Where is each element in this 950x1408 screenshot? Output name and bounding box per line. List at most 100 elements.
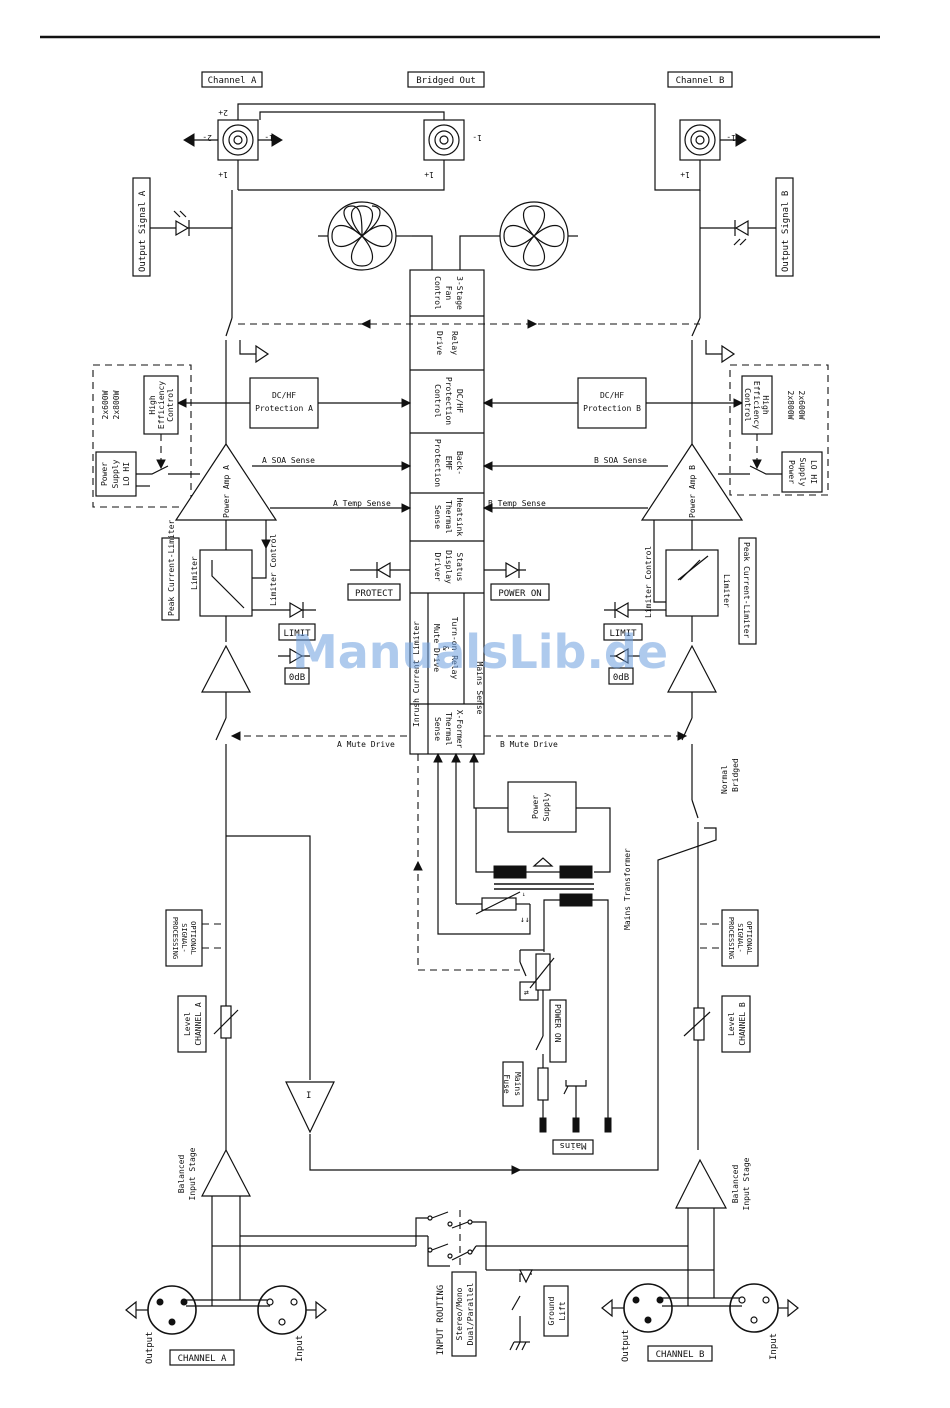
dchf-protection-control-block: DC/HF Protection Control xyxy=(433,377,464,425)
ground-lift-label: Ground Lift xyxy=(547,1296,567,1325)
svg-text:Stereo/Mono: Stereo/Mono xyxy=(455,1287,464,1340)
soa-sense-a-label: A SOA Sense xyxy=(262,456,315,465)
output-a-label: Output xyxy=(145,1331,155,1364)
svg-text:Back-: Back- xyxy=(455,451,464,475)
power-supply-b-label: LO HI xyxy=(809,460,818,484)
optional-signal-processing-a xyxy=(165,909,203,967)
output-b-label: Output xyxy=(621,1329,631,1362)
svg-text:CHANNEL B: CHANNEL B xyxy=(738,1002,747,1046)
svg-text:Protection: Protection xyxy=(433,439,442,487)
zero-db-b-box xyxy=(608,667,634,685)
channel-b-input-label: CHANNEL B xyxy=(656,1350,705,1360)
output-signal-b-box xyxy=(775,177,794,277)
svg-text:Balanced: Balanced xyxy=(731,1165,740,1204)
transformer-center-tap-icon xyxy=(532,857,554,867)
speakon-connector-bridged xyxy=(423,119,465,161)
driver-b-triangle xyxy=(667,644,717,693)
mains-transformer-label: Mains Transformer xyxy=(623,848,632,930)
channel-b-output-label: Channel B xyxy=(676,76,725,86)
mute-drive-b-label: B Mute Drive xyxy=(500,740,558,749)
zero-db-a-box xyxy=(284,667,310,685)
svg-text:Ground: Ground xyxy=(547,1296,556,1325)
svg-text:&: & xyxy=(441,646,450,651)
led-icon xyxy=(252,601,316,619)
inrush-relay: ⇄ xyxy=(519,949,555,1010)
driver-a-triangle xyxy=(201,644,251,693)
balanced-input-stage-b xyxy=(675,1158,728,1209)
optional-signal-processing-b xyxy=(721,909,759,967)
power-amp-a-label: Power Amp A xyxy=(222,465,231,518)
xlr-input-connector-a xyxy=(257,1285,327,1335)
svg-text:PROCESSING: PROCESSING xyxy=(171,917,179,959)
level-b-potentiometer xyxy=(693,1007,705,1041)
svg-text:Supply: Supply xyxy=(542,792,551,821)
mute-drive-a-label: A Mute Drive xyxy=(337,740,395,749)
svg-text:⇄: ⇄ xyxy=(524,988,529,997)
arrow-icon xyxy=(271,133,283,147)
speakon-connector-b xyxy=(679,119,721,161)
limiter-control-b-label: Limiter Control xyxy=(644,546,653,618)
temp-sense-b-label: B Temp Sense xyxy=(488,499,546,508)
input-b-label: Input xyxy=(769,1333,779,1360)
led-icon xyxy=(610,647,640,665)
soa-sense-b-label: B SOA Sense xyxy=(594,456,647,465)
power-supply-a-label: Power xyxy=(100,462,109,486)
led-icon xyxy=(484,561,526,579)
svg-text:PROCESSING: PROCESSING xyxy=(727,917,735,959)
arrow-icon xyxy=(183,133,195,147)
mains-pin xyxy=(604,1117,612,1133)
limiter-a-label: Limiter xyxy=(190,556,199,590)
input-routing-mode-label: Stereo/Mono Dual/Parallel xyxy=(455,1283,475,1346)
pin-label: 1- xyxy=(726,133,736,142)
pin-label: 1+ xyxy=(218,170,228,179)
power-on-led-box xyxy=(490,583,550,601)
pin-label: 2+ xyxy=(218,108,228,117)
channel-a-input-label-box xyxy=(169,1349,235,1366)
svg-text:Balanced: Balanced xyxy=(177,1155,186,1194)
protect-led-box xyxy=(347,583,401,601)
xlr-output-connector-a xyxy=(125,1285,197,1335)
dchf-protection-a-label: Protection A xyxy=(255,404,313,413)
limit-a-label: LIMIT xyxy=(283,629,311,639)
level-channel-b-box xyxy=(721,995,751,1053)
normal-bridged-label-0: Normal xyxy=(720,765,729,794)
svg-text:Control: Control xyxy=(433,276,442,310)
svg-text:Power: Power xyxy=(531,795,540,819)
limit-a-box xyxy=(278,623,316,641)
input-a-label: Input xyxy=(295,1335,305,1362)
power-supply-b-block xyxy=(781,451,823,493)
led-icon xyxy=(350,561,410,579)
power-supply-a-label: LO HI xyxy=(122,462,131,486)
svg-text:Thermal: Thermal xyxy=(444,712,453,746)
power-supply-b-label: Supply xyxy=(798,458,807,487)
power-supply-block xyxy=(507,781,577,833)
level-channel-a-box xyxy=(177,995,207,1053)
svg-text:Turn-on Relay: Turn-on Relay xyxy=(450,617,459,680)
high-eff-a-label: Efficiency xyxy=(157,381,166,429)
dchf-protection-b-block xyxy=(577,377,647,429)
ground-icon xyxy=(721,344,736,364)
fan-control-block: 3-Stage Fan Control xyxy=(433,276,464,310)
peak-current-limiter-b xyxy=(738,537,757,645)
balanced-input-stage-a xyxy=(201,1148,251,1197)
high-eff-b-label: Efficiency xyxy=(752,381,761,429)
svg-text:Fuse: Fuse xyxy=(502,1074,511,1093)
svg-text:Thermal: Thermal xyxy=(444,500,453,534)
svg-text:SIGNAL-: SIGNAL- xyxy=(180,923,188,953)
power-on-switch-box xyxy=(549,999,567,1063)
limiter-b-block xyxy=(665,549,719,617)
svg-text:Mains: Mains xyxy=(513,1072,522,1096)
status-display-driver-block: Status Display Driver xyxy=(433,550,464,584)
power-rating-b-label: 2x600W xyxy=(797,391,806,420)
channel-b-output-label-box xyxy=(667,71,733,88)
power-on-switch-label: POWER ON xyxy=(553,1004,562,1043)
watermark: ManualsLib.de xyxy=(292,625,668,679)
thermal-sensor-arrows: ↓↓ xyxy=(520,915,530,924)
ground-icon xyxy=(255,344,270,364)
svg-text:Status: Status xyxy=(455,553,464,582)
optional-sp-b-label: OPTIONAL SIGNAL- PROCESSING xyxy=(727,917,753,959)
svg-text:Sense: Sense xyxy=(433,717,442,741)
high-eff-b-label: High xyxy=(761,395,770,414)
mains-sense-label: Mains Sense xyxy=(475,662,484,715)
channel-a-output-label: Channel A xyxy=(208,76,257,86)
